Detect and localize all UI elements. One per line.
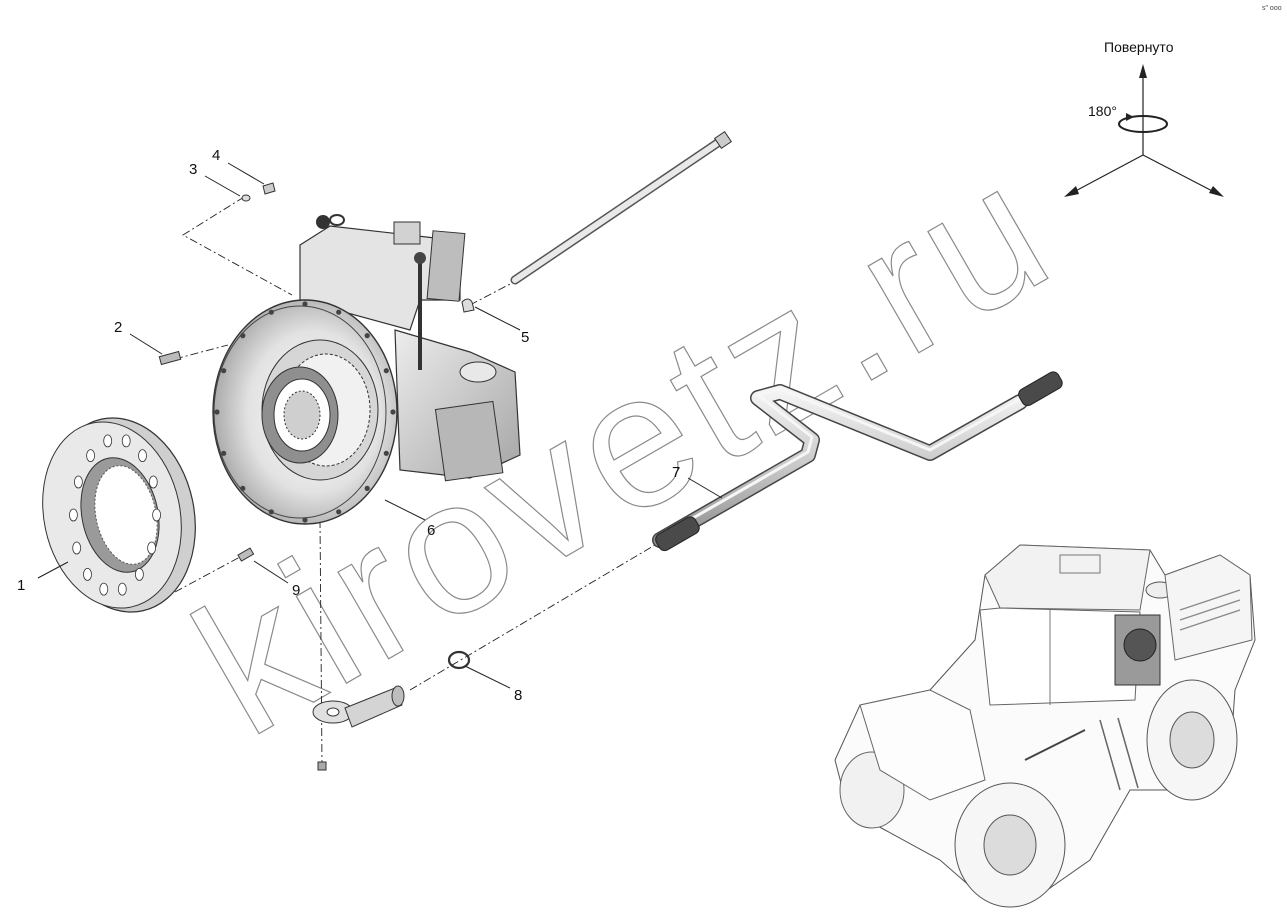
centerline-clamp-5	[469, 282, 513, 306]
flange-bolt-hole	[147, 541, 157, 555]
housing-bolt	[240, 485, 246, 491]
housing-bolt	[268, 509, 274, 515]
flange-bolt-hole	[74, 475, 83, 489]
callout-6: 6	[427, 522, 435, 539]
callout-1: 1	[17, 577, 25, 594]
flange-bolt-hole	[117, 582, 127, 596]
housing-bolt	[240, 333, 246, 339]
axis-arrowhead-left	[1064, 186, 1079, 197]
flange-ring-part	[42, 417, 196, 613]
callout-labels: 1 2 3 4 5 6 7 8 9	[17, 147, 680, 704]
housing-bolt	[364, 333, 370, 339]
flange-bolt-hole	[99, 582, 109, 596]
tractor-location-inset	[834, 544, 1256, 908]
stud-part	[158, 350, 182, 366]
bolt-part	[262, 182, 276, 195]
orientation-label: Повернуто	[1104, 39, 1174, 55]
callout-9: 9	[292, 582, 300, 599]
housing-bolt	[214, 409, 220, 415]
flange-bolt-hole	[103, 434, 113, 448]
orientation-indicator: Повернуто 180°	[1064, 39, 1224, 197]
flange-bolt-hole	[138, 449, 147, 463]
drain-elbow-part	[312, 685, 405, 771]
rotation-arrowhead-icon	[1126, 113, 1134, 121]
callout-4: 4	[212, 147, 220, 164]
housing-bolt	[221, 368, 227, 374]
housing-bolt	[390, 409, 396, 415]
clamp-part	[461, 298, 475, 313]
corner-mark: s" ooo	[1262, 5, 1282, 12]
flange-bolt-hole	[134, 568, 144, 581]
rotation-angle-label: 180°	[1088, 103, 1117, 119]
housing-bolt	[302, 517, 308, 523]
flange-bolt-hole	[86, 449, 95, 463]
housing-bolt	[383, 450, 389, 456]
housing-bolt	[364, 485, 370, 491]
bent-pipe-part	[652, 371, 1063, 552]
callout-leader-lines	[37, 162, 723, 689]
rod-part	[510, 130, 733, 285]
axis-arrowhead-right	[1209, 186, 1224, 197]
centerline-drain	[319, 519, 323, 767]
assembly-center-lines	[174, 196, 656, 767]
hose-clamp-part	[447, 650, 471, 670]
housing-bolt	[268, 309, 274, 315]
flange-bolt-hole	[152, 508, 162, 522]
flange-bolt-hole	[69, 508, 78, 522]
centerline-bolt-9	[174, 556, 241, 593]
callout-3: 3	[189, 161, 197, 178]
flange-bolt-hole	[83, 568, 92, 581]
right-axis	[1142, 154, 1221, 196]
housing-bolt	[336, 309, 342, 315]
flange-bolt-hole	[72, 541, 82, 555]
centerline-stud-2	[174, 344, 229, 360]
rotation-arrow-icon	[1118, 115, 1168, 133]
pump-drive-housing-part	[212, 214, 521, 525]
callout-8: 8	[514, 687, 522, 704]
housing-bolt	[302, 301, 308, 307]
housing-bolt	[383, 368, 389, 374]
washer-part	[241, 194, 251, 202]
flange-bolt-hole	[148, 475, 158, 489]
callout-2: 2	[114, 319, 122, 336]
flange-bolt-hole	[121, 434, 131, 448]
callout-7: 7	[672, 464, 680, 481]
bolt-9-part	[237, 547, 255, 562]
callout-5: 5	[521, 329, 529, 346]
left-axis	[1067, 154, 1144, 196]
housing-bolt	[336, 509, 342, 515]
centerline-bolt-4	[182, 196, 293, 296]
axis-arrowhead-up	[1139, 64, 1147, 78]
housing-bolt	[221, 450, 227, 456]
